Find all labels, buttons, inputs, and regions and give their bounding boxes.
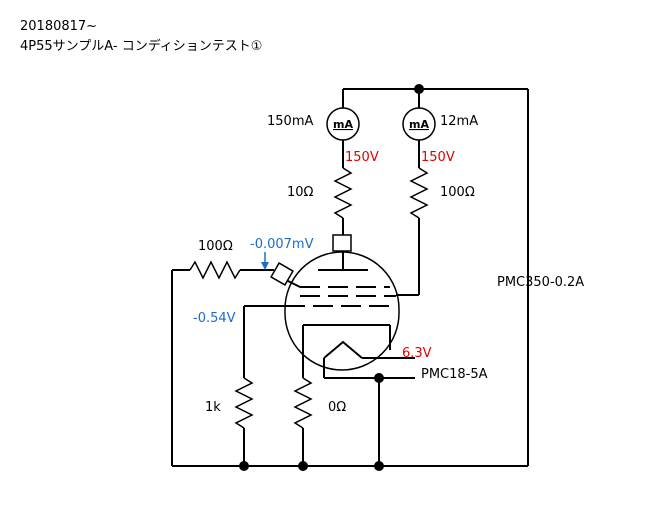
bottom-rail bbox=[172, 461, 528, 471]
screen-resistor-label: 100Ω bbox=[440, 185, 475, 200]
ammeter-right-symbol: mA bbox=[409, 118, 429, 131]
top-rail bbox=[342, 84, 528, 108]
grid-voltage-label: -0.007mV bbox=[250, 237, 314, 252]
tube-envelope bbox=[284, 251, 400, 371]
ammeter-right-reading: 12mA bbox=[440, 114, 478, 129]
tube-grids bbox=[285, 286, 396, 307]
heater-supply-label: PMC18-5A bbox=[421, 367, 488, 382]
ammeter-left-reading: 150mA bbox=[267, 114, 313, 129]
zero-ohm-resistor bbox=[293, 377, 313, 429]
ammeter-left: mA bbox=[326, 107, 360, 141]
plate-resistor bbox=[333, 167, 353, 219]
grid-resistor bbox=[189, 260, 241, 280]
date-label: 20180817~ bbox=[20, 19, 97, 34]
cathode-resistor-label: 1k bbox=[205, 400, 221, 415]
plate-voltage-label: 150V bbox=[345, 150, 379, 165]
page-title: 4P55サンプルA- コンディションテスト① bbox=[20, 38, 262, 54]
plate-resistor-label: 10Ω bbox=[287, 185, 314, 200]
ammeter-left-symbol: mA bbox=[333, 118, 353, 131]
grid-resistor-label: 100Ω bbox=[198, 239, 233, 254]
ammeter-right: mA bbox=[402, 107, 436, 141]
junction-bottom-2 bbox=[298, 461, 308, 471]
plate-cap bbox=[332, 234, 352, 252]
plate-supply-label: PMC350-0.2A bbox=[497, 275, 584, 290]
tube-heater bbox=[302, 324, 391, 378]
junction-top bbox=[414, 84, 424, 94]
screen-resistor bbox=[409, 167, 429, 219]
zero-ohm-resistor-label: 0Ω bbox=[328, 400, 346, 415]
screen-voltage-label: 150V bbox=[421, 150, 455, 165]
grid-voltage-arrow bbox=[261, 252, 269, 270]
junction-bottom-3 bbox=[374, 461, 384, 471]
heater-voltage-label: 6.3V bbox=[402, 346, 432, 361]
cathode-voltage-label: -0.54V bbox=[193, 311, 236, 326]
cathode-resistor bbox=[234, 377, 254, 429]
grid-cap bbox=[270, 262, 294, 286]
junction-bottom-1 bbox=[239, 461, 249, 471]
